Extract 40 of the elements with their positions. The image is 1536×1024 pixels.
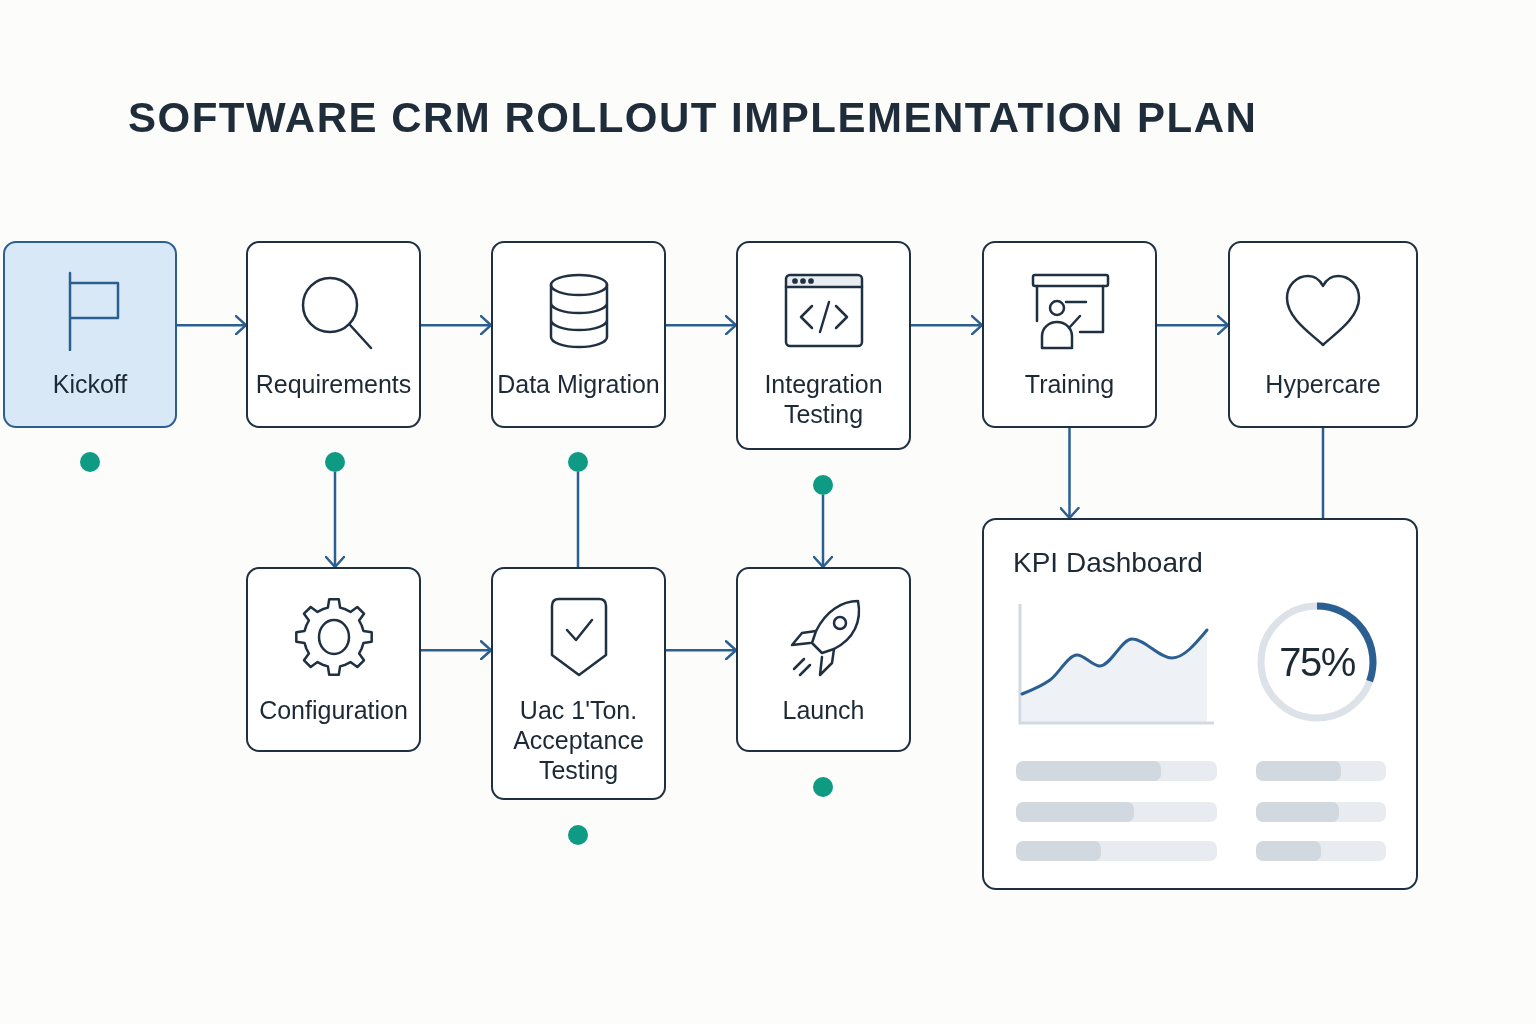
process-box bbox=[491, 567, 666, 800]
connector-line bbox=[1321, 428, 1325, 518]
arrow bbox=[666, 314, 738, 336]
dot-icon bbox=[568, 452, 588, 472]
process-box bbox=[3, 241, 177, 428]
process-box bbox=[736, 241, 911, 450]
dashboard-panel bbox=[982, 518, 1418, 890]
step-label: Training bbox=[1024, 369, 1115, 399]
dot-icon bbox=[325, 452, 345, 472]
step-label: Kickoff bbox=[52, 369, 128, 399]
step-label: Uac 1'Ton. Acceptance Testing bbox=[512, 695, 645, 785]
process-box bbox=[736, 567, 911, 752]
dot-icon bbox=[80, 452, 100, 472]
dot-icon bbox=[813, 475, 833, 495]
arrow bbox=[421, 640, 493, 661]
process-box bbox=[246, 241, 421, 428]
percentage-value: 75% bbox=[1278, 639, 1356, 686]
arrow bbox=[911, 314, 984, 336]
arrow bbox=[177, 314, 248, 336]
process-box bbox=[246, 567, 421, 752]
process-box bbox=[1228, 241, 1418, 428]
dot-icon bbox=[813, 777, 833, 797]
step-label: Configuration bbox=[259, 695, 408, 725]
step-label: Integration Testing bbox=[763, 369, 884, 429]
arrow bbox=[324, 472, 346, 569]
step-label: Hypercare bbox=[1265, 369, 1381, 399]
process-box bbox=[491, 241, 666, 428]
arrow bbox=[1059, 428, 1080, 520]
arrow bbox=[666, 640, 738, 661]
arrow bbox=[812, 495, 834, 569]
step-label: Data Migration bbox=[497, 369, 660, 399]
panel-title: KPI Dashboard bbox=[1013, 546, 1203, 580]
dot-icon bbox=[568, 825, 588, 845]
process-box bbox=[982, 241, 1157, 428]
connector-line bbox=[576, 472, 580, 567]
step-label: Launch bbox=[782, 695, 865, 725]
arrow bbox=[421, 314, 493, 336]
step-label: Requirements bbox=[255, 369, 412, 399]
diagram-title: SOFTWARE CRM ROLLOUT IMPLEMENTATION PLAN bbox=[128, 94, 1258, 142]
arrow bbox=[1157, 314, 1230, 336]
